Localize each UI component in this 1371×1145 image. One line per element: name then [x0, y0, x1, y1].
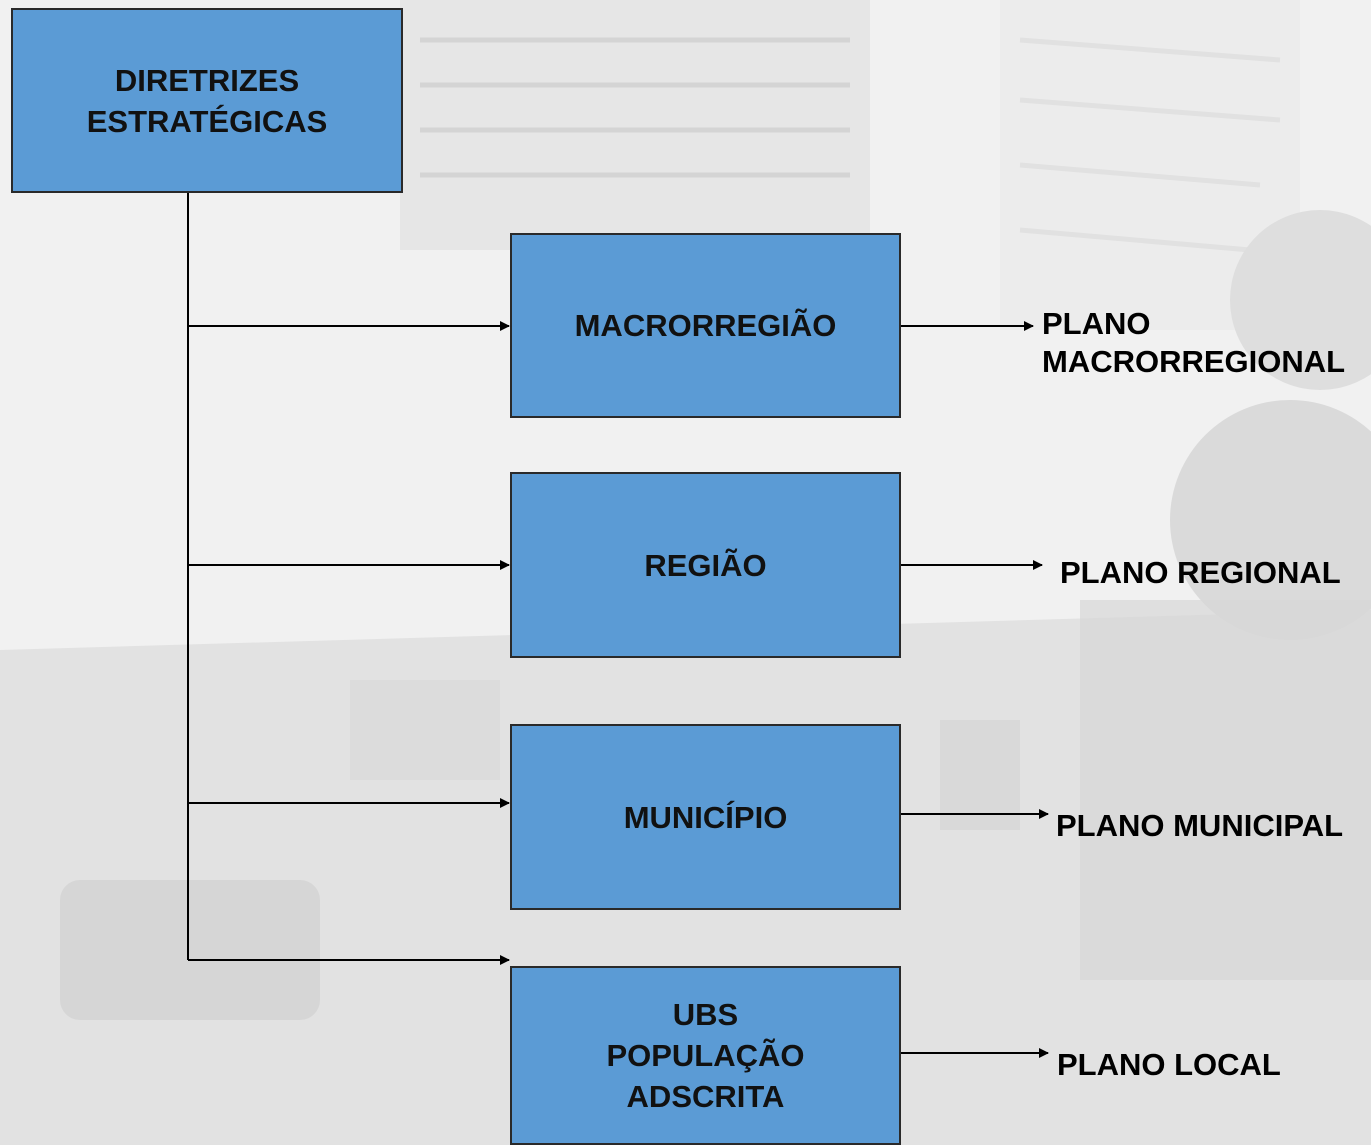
level-box-macrorregiao: MACRORREGIÃO [510, 233, 901, 418]
plan-label-macrorregional: PLANO MACRORREGIONAL [1042, 306, 1346, 379]
level-box-ubs: UBS POPULAÇÃO ADSCRITA [510, 966, 901, 1145]
level-label: UBS POPULAÇÃO ADSCRITA [606, 997, 805, 1114]
level-label: MUNICÍPIO [623, 799, 788, 835]
plan-label-local: PLANO LOCAL [1057, 1047, 1281, 1082]
level-label: REGIÃO [644, 547, 767, 583]
level-box-regiao: REGIÃO [510, 472, 901, 658]
level-box-municipio: MUNICÍPIO [510, 724, 901, 910]
level-label: MACRORREGIÃO [574, 308, 837, 343]
root-box: DIRETRIZES ESTRATÉGICAS [11, 8, 403, 193]
plan-label-regional: PLANO REGIONAL [1060, 555, 1341, 590]
plan-label-municipal: PLANO MUNICIPAL [1056, 808, 1344, 843]
root-label: DIRETRIZES ESTRATÉGICAS [86, 62, 328, 139]
